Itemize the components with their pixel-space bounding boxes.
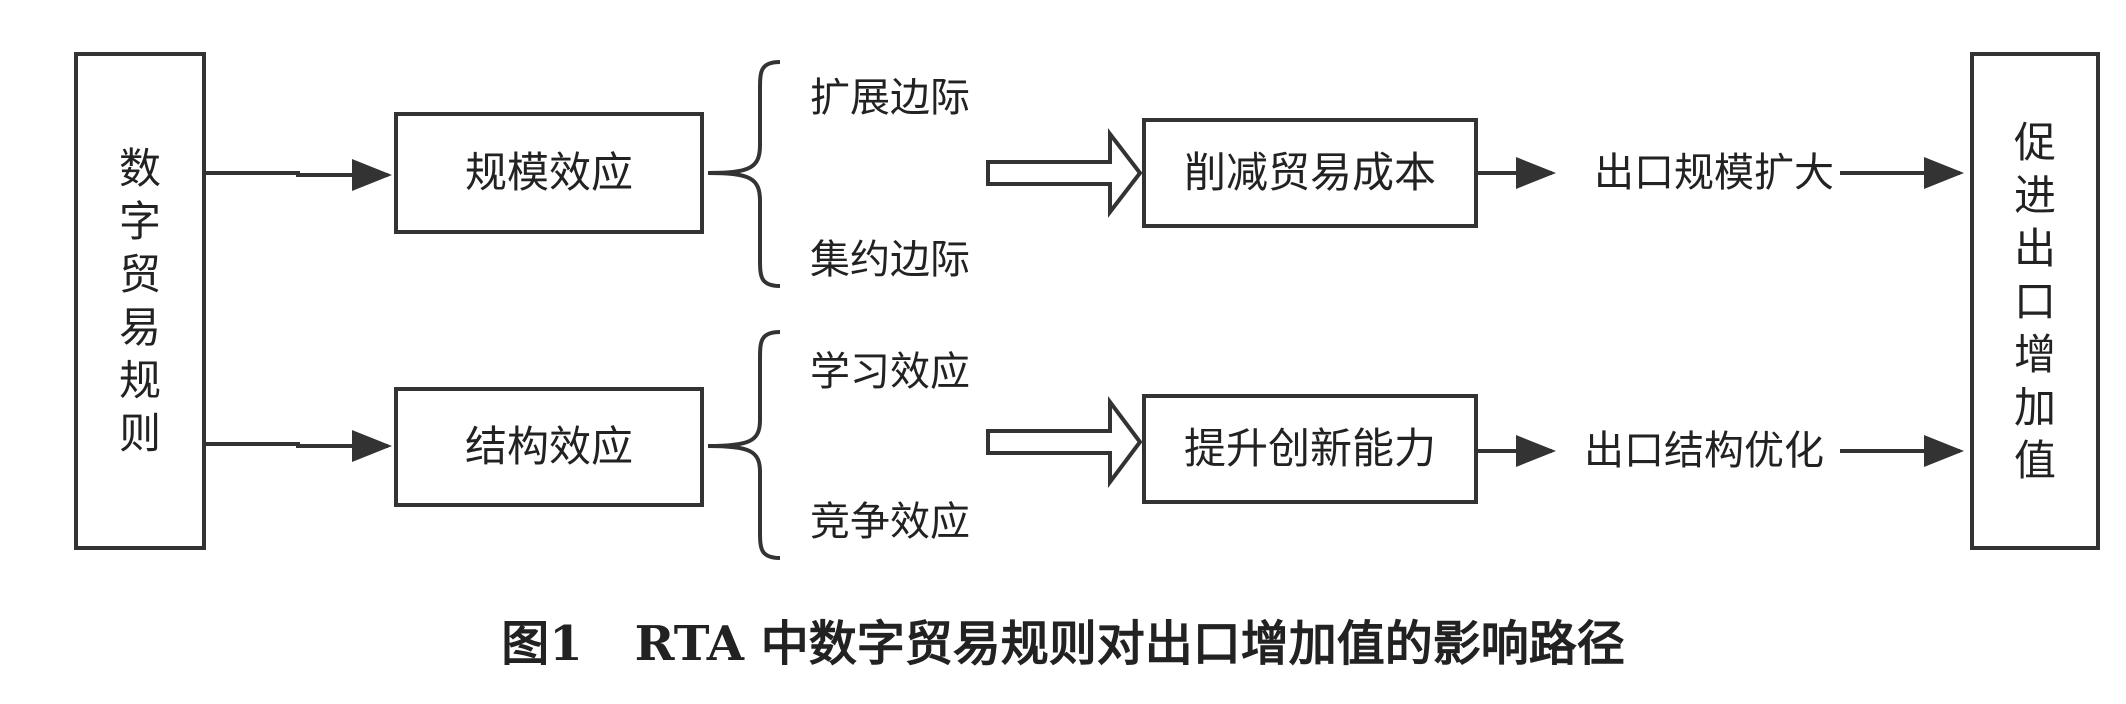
hollow-arrow-scale bbox=[986, 128, 1143, 218]
export-value-added-box: 促 进 出 口 增 加 值 bbox=[1970, 52, 2100, 550]
branch-competition-effect: 竞争效应 bbox=[810, 499, 970, 545]
right-box-char: 口 bbox=[2013, 276, 2056, 326]
scale-effect-box: 规模效应 bbox=[394, 112, 704, 234]
reduce-trade-cost-box: 削减贸易成本 bbox=[1142, 118, 1478, 228]
right-box-char: 值 bbox=[2013, 435, 2056, 485]
left-box-char: 规 bbox=[118, 356, 161, 405]
figure-title: RTA 中数字贸易规则对出口增加值的影响路径 bbox=[634, 616, 1625, 672]
right-box-char: 促 bbox=[2013, 117, 2056, 167]
improve-innovation-box: 提升创新能力 bbox=[1142, 394, 1478, 504]
left-box-char: 字 bbox=[118, 197, 161, 246]
branch-extensive-margin: 扩展边际 bbox=[810, 75, 970, 121]
brace-structure-effect bbox=[707, 330, 781, 560]
outcome-export-structure: 出口结构优化 bbox=[1584, 428, 1824, 474]
left-box-char: 则 bbox=[118, 409, 161, 458]
branch-intensive-margin: 集约边际 bbox=[810, 237, 970, 283]
right-box-char: 进 bbox=[2013, 170, 2056, 220]
structure-effect-label: 结构效应 bbox=[464, 422, 633, 471]
left-box-char: 数 bbox=[118, 144, 161, 193]
figure-caption: 图1 RTA 中数字贸易规则对出口增加值的影响路径 bbox=[0, 604, 2126, 674]
arrow-rules-to-scale-effect bbox=[206, 159, 392, 191]
brace-scale-effect bbox=[707, 60, 781, 288]
outcome-export-scale: 出口规模扩大 bbox=[1594, 150, 1834, 196]
left-box-char: 易 bbox=[118, 303, 161, 352]
scale-effect-label: 规模效应 bbox=[464, 148, 633, 197]
reduce-trade-cost-label: 削减贸易成本 bbox=[1183, 148, 1436, 197]
right-box-char: 增 bbox=[2013, 329, 2056, 379]
digital-trade-rules-box: 数 字 贸 易 规 则 bbox=[74, 52, 206, 550]
branch-learning-effect: 学习效应 bbox=[810, 349, 970, 395]
improve-innovation-label: 提升创新能力 bbox=[1183, 424, 1436, 473]
figure-number: 图1 bbox=[501, 616, 583, 672]
right-box-char: 加 bbox=[2013, 382, 2056, 432]
structure-effect-box: 结构效应 bbox=[394, 387, 704, 507]
arrow-rules-to-structure-effect bbox=[206, 430, 392, 462]
left-box-char: 贸 bbox=[118, 250, 161, 299]
hollow-arrow-structure bbox=[986, 396, 1143, 488]
right-box-char: 出 bbox=[2013, 223, 2056, 273]
